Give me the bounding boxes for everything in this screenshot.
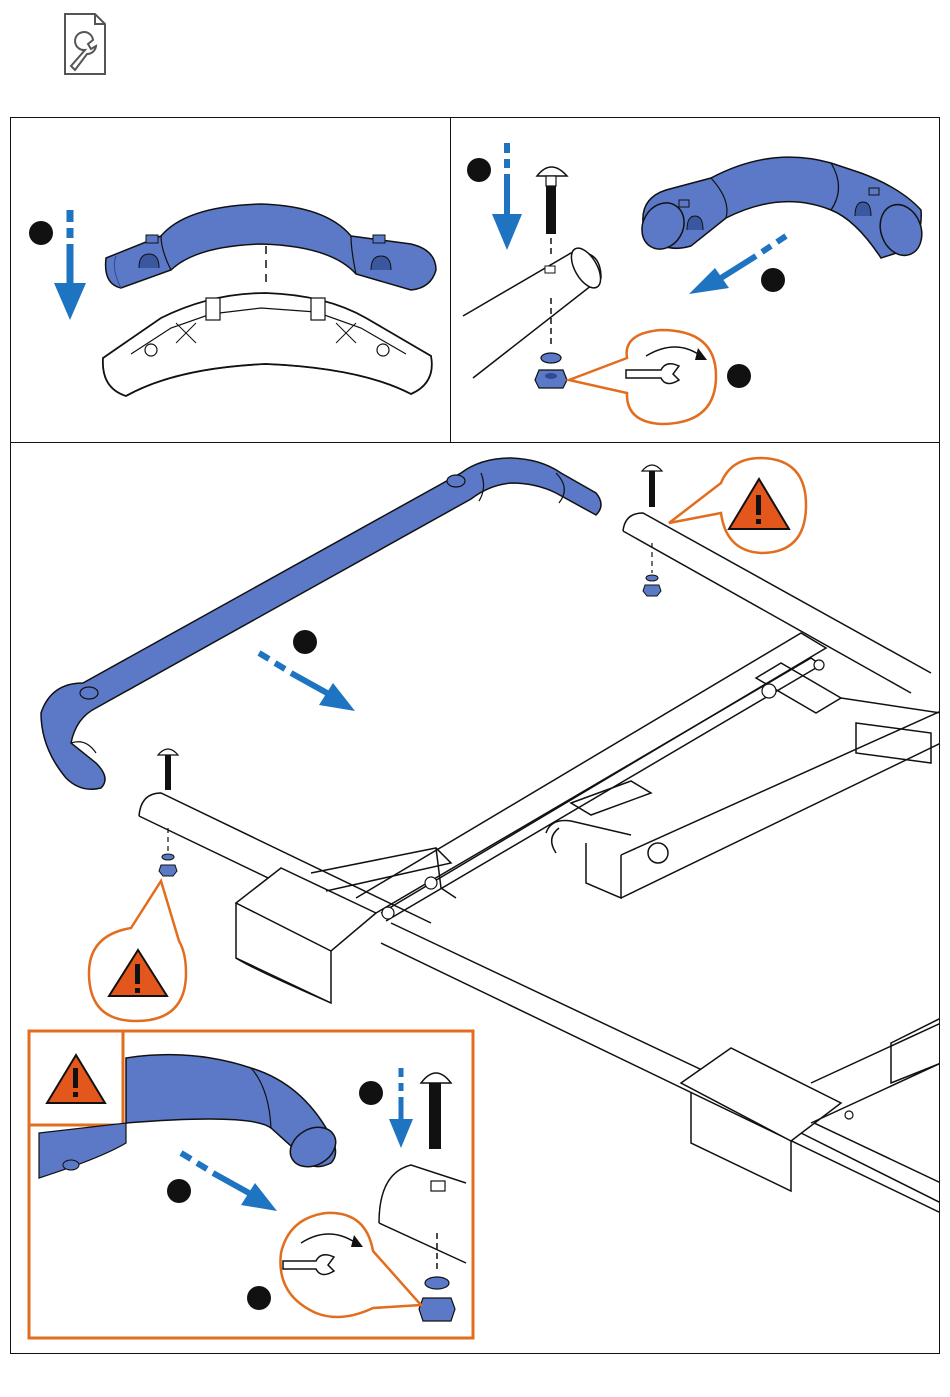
corner-cap-part bbox=[634, 157, 929, 261]
tube-part bbox=[463, 243, 607, 378]
handle-bar-part bbox=[41, 458, 601, 789]
washer-icon bbox=[541, 353, 561, 363]
step-dot-icon bbox=[727, 364, 751, 388]
carriage-bolt-icon bbox=[158, 749, 178, 790]
down-arrow-icon bbox=[492, 143, 522, 250]
carriage-bolt-icon bbox=[642, 465, 662, 507]
nut-icon bbox=[643, 585, 661, 596]
step-dot-icon bbox=[29, 221, 53, 245]
step-dot-icon bbox=[467, 158, 491, 182]
curved-base-part bbox=[103, 293, 432, 396]
carriage-bolt-icon bbox=[537, 167, 567, 234]
washer-icon bbox=[646, 575, 658, 581]
panel-bolt-and-corner bbox=[450, 117, 940, 443]
step-dot-icon bbox=[247, 1286, 271, 1310]
step-dot-icon bbox=[293, 630, 317, 654]
tighten-callout bbox=[569, 330, 716, 424]
nut-icon bbox=[535, 370, 567, 388]
diagonal-arrow-icon bbox=[259, 653, 355, 711]
detail-inset bbox=[29, 1031, 473, 1338]
step-dot-icon bbox=[761, 268, 785, 292]
panel-frame-overview bbox=[10, 442, 940, 1354]
washer-icon bbox=[425, 1277, 449, 1289]
warning-callout-bottom bbox=[89, 881, 186, 1021]
nut-icon bbox=[419, 1298, 455, 1321]
nut-icon bbox=[159, 865, 177, 876]
down-arrow-icon bbox=[54, 210, 86, 320]
washer-icon bbox=[162, 854, 174, 860]
curved-cover-part bbox=[106, 204, 436, 290]
document-wrench-icon bbox=[55, 10, 111, 78]
step-dot-icon bbox=[359, 1081, 383, 1105]
panel-handle-cover-assembly bbox=[10, 117, 451, 443]
step-dot-icon bbox=[167, 1179, 191, 1203]
